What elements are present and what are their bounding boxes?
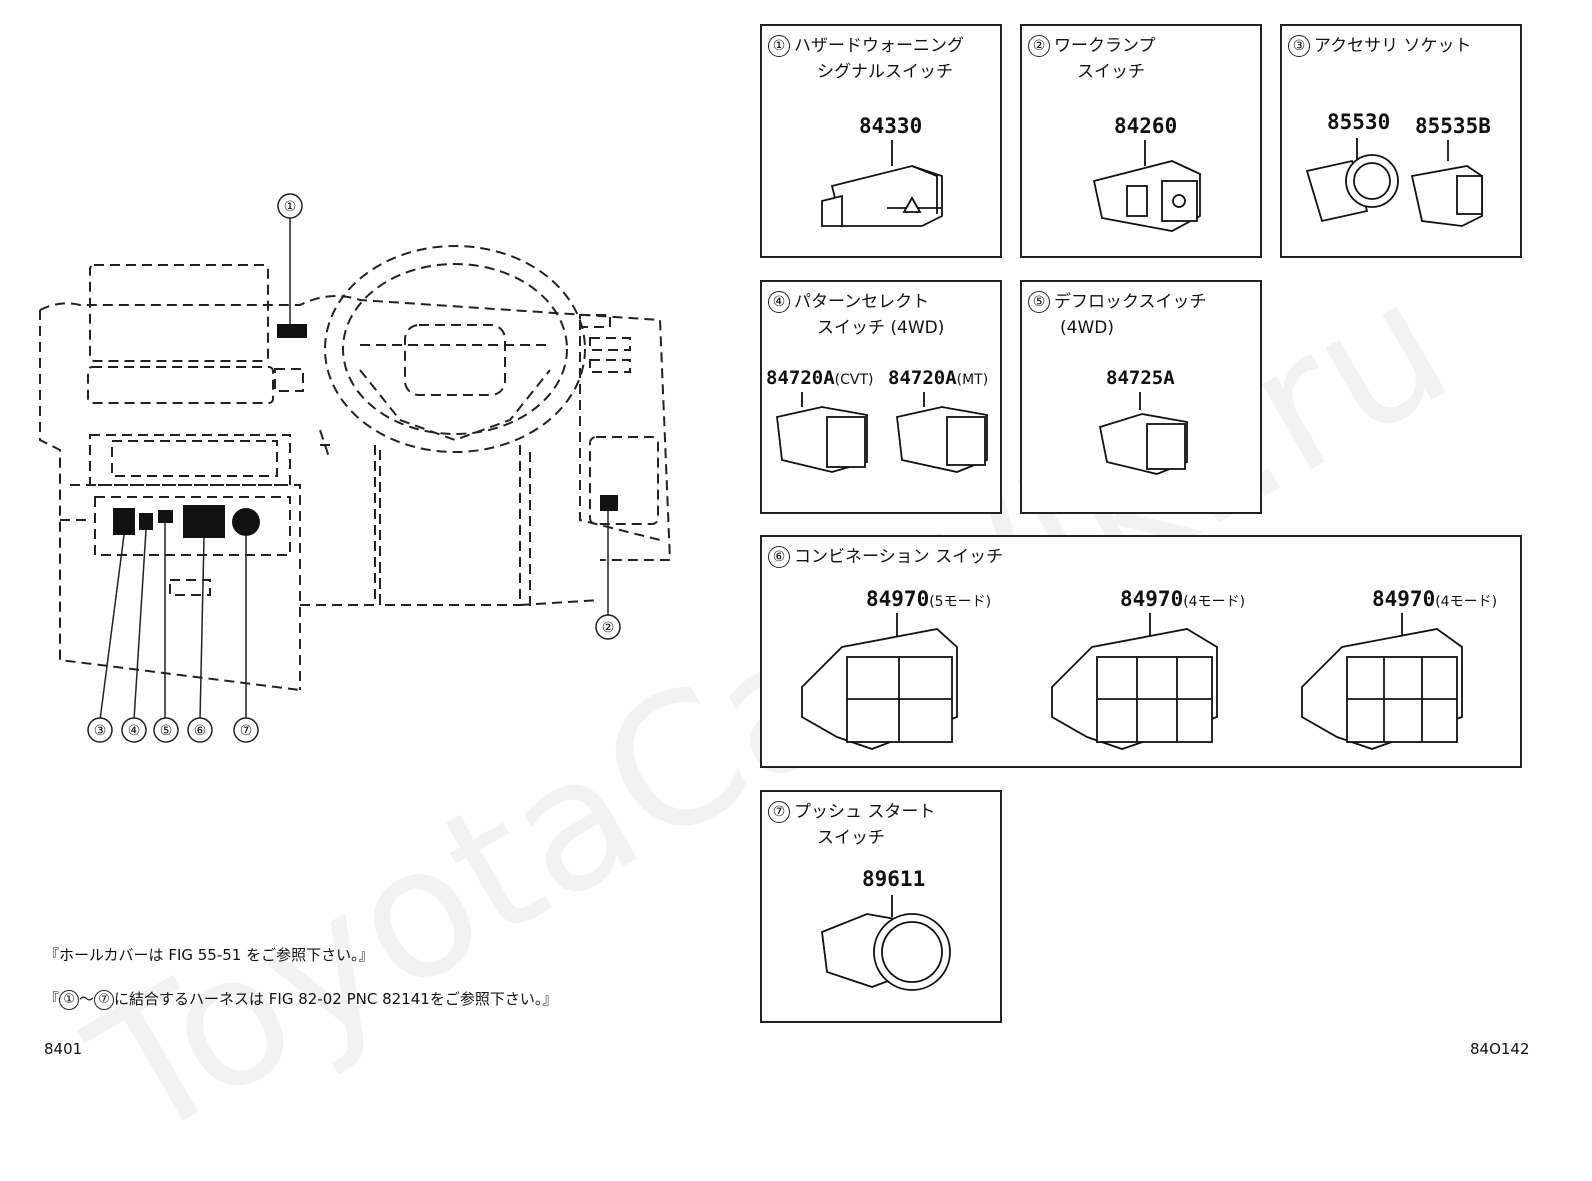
panel-title-line2: スイッチ — [1077, 62, 1145, 82]
callout-6: ⑥ — [194, 723, 207, 739]
part-number: 89611 — [862, 867, 926, 891]
panel-number: ② — [1028, 35, 1050, 57]
part-number: 84970(5モード) — [866, 587, 992, 611]
panel-number: ⑥ — [768, 546, 790, 568]
part-number: 84720A(MT) — [888, 367, 989, 389]
panel-title-line2: スイッチ — [817, 828, 885, 848]
hazard-switch-icon — [821, 140, 943, 227]
diff-lock-switch-icon — [1098, 392, 1188, 475]
panel-title-line2: (4WD) — [1060, 318, 1114, 338]
panel-number: ① — [768, 35, 790, 57]
note-hole-cover: 『ホールカバーは FIG 55-51 をご参照下さい。』 — [44, 946, 374, 964]
part-number: 84720A(CVT) — [766, 367, 874, 389]
callout-2: ② — [602, 620, 615, 636]
part-number: 85535B — [1415, 114, 1491, 138]
combination-switch-icon — [801, 613, 1463, 750]
callout-1: ① — [284, 199, 297, 215]
callout-5: ⑤ — [160, 723, 173, 739]
panel-number: ④ — [768, 291, 790, 313]
figure-code-right: 84O142 — [1470, 1040, 1530, 1058]
panel-title-line2: スイッチ (4WD) — [817, 318, 945, 338]
panel-number: ⑤ — [1028, 291, 1050, 313]
push-start-switch-icon — [821, 895, 951, 991]
part-number: 84725A — [1106, 367, 1175, 389]
accessory-socket-icon — [1305, 138, 1483, 227]
dashboard-illustration: ① ② ③ ④ ⑤ ⑥ ⑦ — [39, 193, 672, 743]
callout-4: ④ — [128, 723, 141, 739]
pattern-select-switch-icon — [776, 392, 988, 473]
part-number: 84260 — [1114, 114, 1178, 138]
panel-number: ⑦ — [768, 801, 790, 823]
callout-3: ③ — [94, 723, 107, 739]
part-number: 84970(4モード) — [1120, 587, 1246, 611]
panel-number: ③ — [1288, 35, 1310, 57]
figure-code-left: 8401 — [44, 1040, 83, 1058]
callout-7: ⑦ — [240, 723, 253, 739]
part-number: 84970(4モード) — [1372, 587, 1498, 611]
part-number: 84330 — [859, 114, 923, 138]
part-number: 85530 — [1327, 110, 1391, 134]
panel-title-line2: シグナルスイッチ — [817, 62, 953, 82]
work-lamp-switch-icon — [1092, 140, 1201, 232]
